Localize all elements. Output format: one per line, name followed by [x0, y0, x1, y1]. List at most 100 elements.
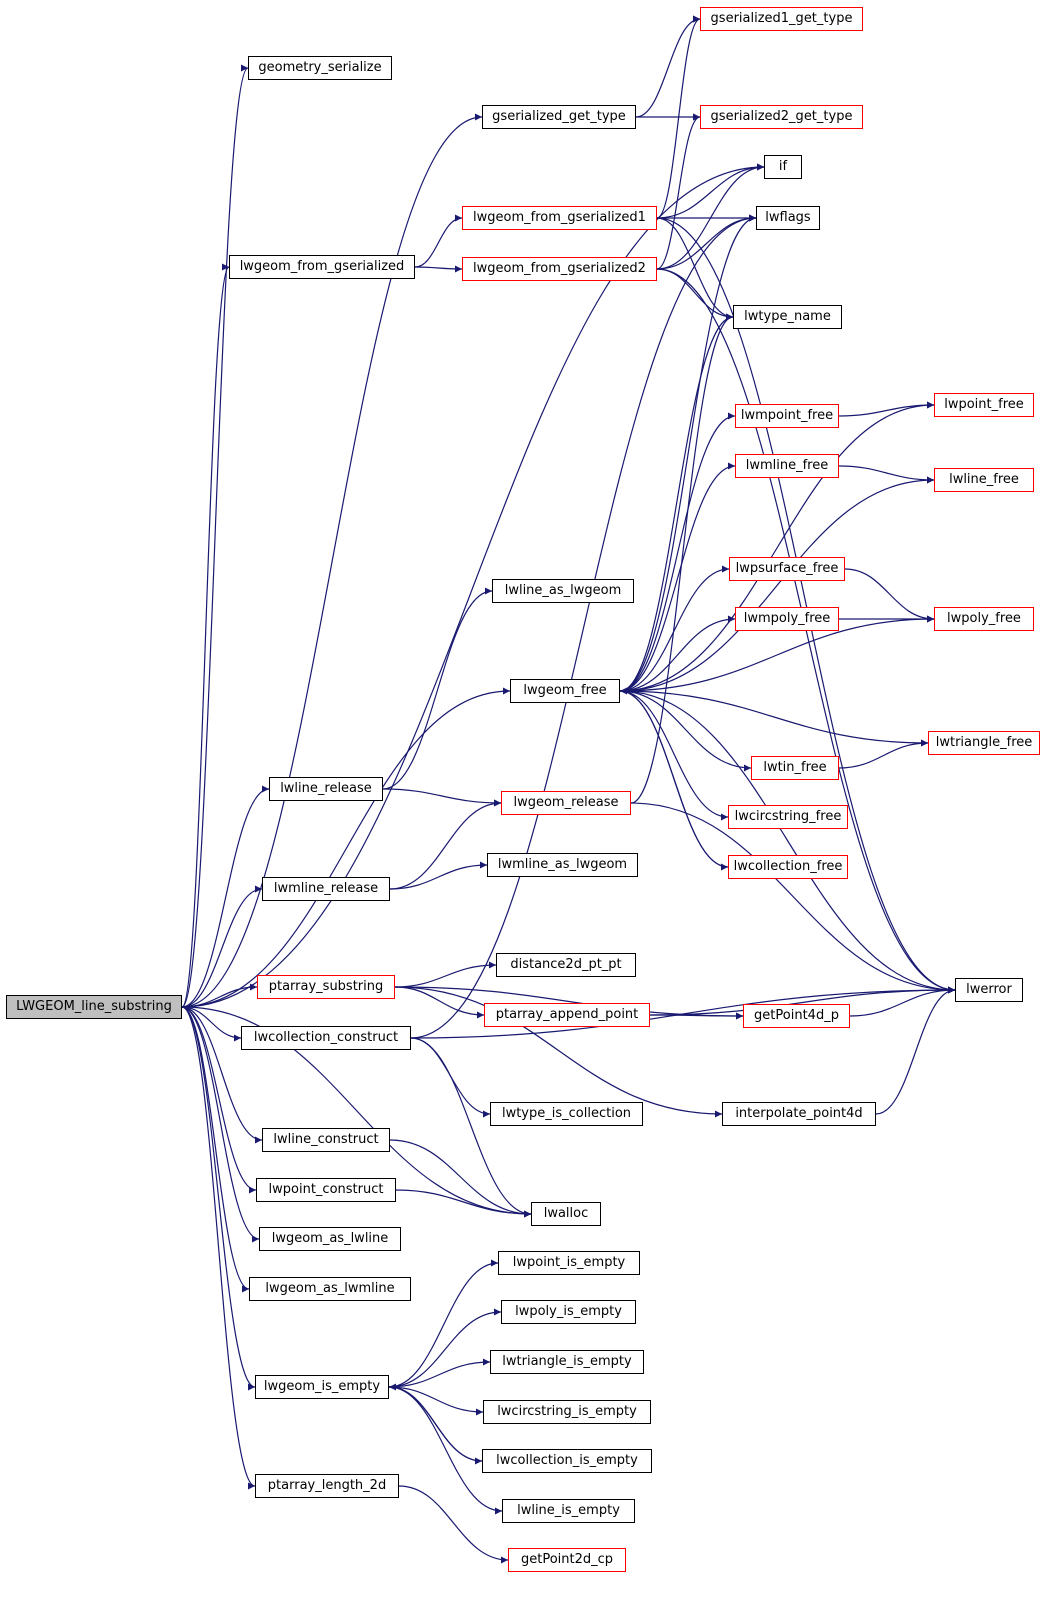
edge-lwgeom_free-to-lwmpoint_free [619, 412, 736, 692]
node-lwgeom-as-lwmline[interactable]: lwgeom_as_lwmline [249, 1277, 411, 1301]
edge-root-to-lwgeom_free [181, 687, 511, 1008]
edge-lwgeom_is_empty-to-lwcircstring_is_empty [388, 1386, 484, 1416]
edge-lwgeom_is_empty-to-lwpoly_is_empty [388, 1308, 502, 1388]
node-lwpoint-free[interactable]: lwpoint_free [934, 393, 1034, 417]
edge-lwgeom_from_gserialized2-to-if [656, 163, 765, 270]
node-lwerror[interactable]: lwerror [955, 978, 1023, 1002]
node-lwline-as-lwgeom[interactable]: lwline_as_lwgeom [492, 579, 634, 603]
node-ptarray-length-2d[interactable]: ptarray_length_2d [255, 1474, 399, 1498]
node-lwcollection-free[interactable]: lwcollection_free [728, 855, 848, 879]
node-lwgeom-from-gserialized[interactable]: lwgeom_from_gserialized [229, 255, 415, 279]
node-lwmpoint-free[interactable]: lwmpoint_free [735, 404, 839, 428]
edge-root-to-lwgeom_as_lwmline [181, 1006, 250, 1293]
node-lwalloc[interactable]: lwalloc [531, 1202, 601, 1226]
node-lwtin-free[interactable]: lwtin_free [751, 756, 839, 780]
node-lwgeom-is-empty[interactable]: lwgeom_is_empty [255, 1375, 389, 1399]
edge-root-to-ptarray_length_2d [181, 1006, 256, 1490]
edge-ptarray_substring-to-ptarray_append_point [394, 986, 485, 1019]
edge-lwmline_free-to-lwline_free [838, 465, 935, 484]
edge-lwgeom_from_gserialized1-to-lwerror [656, 217, 956, 994]
node-gserialized1-get-type[interactable]: gserialized1_get_type [700, 7, 863, 31]
node-lwpoint-is-empty[interactable]: lwpoint_is_empty [498, 1251, 640, 1275]
node-lwtype-is-collection[interactable]: lwtype_is_collection [490, 1102, 643, 1126]
node-getpoint2d-cp[interactable]: getPoint2d_cp [508, 1548, 626, 1572]
edge-lwline_construct-to-lwalloc [389, 1139, 532, 1218]
edge-lwgeom_from_gserialized1-to-gserialized1_get_type [656, 15, 701, 219]
edge-lwpsurface_free-to-lwpoly_free [844, 568, 935, 623]
node-lwgeom-from-gserialized2[interactable]: lwgeom_from_gserialized2 [462, 257, 657, 281]
node-lwline-free[interactable]: lwline_free [934, 468, 1034, 492]
edge-lwtin_free-to-lwtriangle_free [838, 739, 929, 769]
node-geometry-serialize[interactable]: geometry_serialize [248, 56, 392, 80]
node-lwmline-as-lwgeom[interactable]: lwmline_as_lwgeom [487, 853, 638, 877]
node-lwtype-name[interactable]: lwtype_name [733, 305, 842, 329]
edge-root-to-lwmline_release [181, 885, 263, 1008]
node-lwcircstring-is-empty[interactable]: lwcircstring_is_empty [483, 1400, 651, 1424]
edge-ptarray_substring-to-distance2d_pt_pt [394, 961, 497, 988]
edge-lwmline_release-to-lwmline_as_lwgeom [389, 861, 488, 890]
node-root: LWGEOM_line_substring [6, 995, 182, 1019]
edge-root-to-lwpoint_construct [181, 1006, 257, 1194]
edge-lwgeom_free-to-lwline_free [619, 476, 935, 692]
edge-lwmpoint_free-to-lwpoint_free [838, 401, 935, 417]
node-lwmpoly-free[interactable]: lwmpoly_free [735, 607, 839, 631]
node-lwcollection-is-empty[interactable]: lwcollection_is_empty [482, 1449, 652, 1473]
edge-lwline_release-to-lwline_as_lwgeom [382, 587, 493, 790]
edge-lwgeom_from_gserialized2-to-gserialized2_get_type [656, 113, 701, 270]
node-lwpsurface-free[interactable]: lwpsurface_free [729, 557, 845, 581]
edge-lwgeom_is_empty-to-lwpoint_is_empty [388, 1259, 499, 1388]
edge-lwcollection_construct-to-lwalloc [410, 1037, 532, 1218]
node-gserialized-get-type[interactable]: gserialized_get_type [482, 105, 636, 129]
edge-lwgeom_free-to-lwpoint_free [619, 401, 935, 692]
edge-lwcollection_construct-to-lwflags [410, 214, 757, 1039]
edge-lwgeom_free-to-lwmpoly_free [619, 615, 736, 692]
node-lwgeom-as-lwline[interactable]: lwgeom_as_lwline [259, 1227, 401, 1251]
node-lwpoint-construct[interactable]: lwpoint_construct [256, 1178, 396, 1202]
node-gserialized2-get-type[interactable]: gserialized2_get_type [700, 105, 863, 129]
node-distance2d-pt-pt[interactable]: distance2d_pt_pt [496, 953, 636, 977]
node-lwgeom-free[interactable]: lwgeom_free [510, 679, 620, 703]
node-lwflags[interactable]: lwflags [756, 206, 820, 230]
edge-root-to-lwcollection_construct [181, 1006, 242, 1042]
edge-lwgeom_from_gserialized-to-lwgeom_from_gserialized2 [414, 265, 463, 273]
edge-lwgeom_from_gserialized1-to-if [656, 163, 765, 219]
node-lwline-release[interactable]: lwline_release [269, 777, 383, 801]
edge-lwmline_release-to-lwgeom_release [389, 799, 502, 890]
node-getpoint4d-p[interactable]: getPoint4d_p [743, 1004, 850, 1028]
edge-lwgeom_free-to-lwtin_free [619, 690, 752, 772]
node-lwline-construct[interactable]: lwline_construct [262, 1128, 390, 1152]
node-lwmline-release[interactable]: lwmline_release [262, 877, 390, 901]
node-lwcircstring-free[interactable]: lwcircstring_free [728, 805, 848, 829]
edge-root-to-lwgeom_is_empty [181, 1006, 256, 1391]
edge-interpolate_point4d-to-lwerror [875, 986, 956, 1115]
node-ptarray-append-point[interactable]: ptarray_append_point [484, 1003, 650, 1027]
node-lwmline-free[interactable]: lwmline_free [735, 454, 839, 478]
edge-lwcollection_free-to-lwgeom_free [619, 687, 729, 868]
node-lwline-is-empty[interactable]: lwline_is_empty [502, 1499, 635, 1523]
node-lwcollection-construct[interactable]: lwcollection_construct [241, 1026, 411, 1050]
edge-root-to-lwgeom_as_lwline [181, 1006, 260, 1243]
edge-ptarray_substring-to-interpolate_point4d [394, 986, 723, 1118]
edge-root-to-gserialized_get_type [181, 113, 483, 1008]
edge-root-to-lwline_construct [181, 1006, 263, 1144]
node-lwtriangle-free[interactable]: lwtriangle_free [928, 731, 1040, 755]
edge-root-to-lwline_release [181, 785, 270, 1008]
node-if[interactable]: if [764, 155, 802, 179]
edge-ptarray_length_2d-to-getPoint2d_cp [398, 1485, 509, 1564]
node-lwgeom-release[interactable]: lwgeom_release [501, 791, 631, 815]
node-lwpoly-is-empty[interactable]: lwpoly_is_empty [501, 1300, 636, 1324]
edge-lwgeom_free-to-lwerror [619, 690, 956, 994]
node-ptarray-substring[interactable]: ptarray_substring [257, 975, 395, 999]
node-lwtriangle-is-empty[interactable]: lwtriangle_is_empty [490, 1350, 644, 1374]
edge-lwgeom_free-to-lwpoly_free [619, 615, 935, 692]
edge-lwcollection_construct-to-lwerror [410, 986, 956, 1039]
node-lwgeom-from-gserialized1[interactable]: lwgeom_from_gserialized1 [462, 206, 657, 230]
edge-lwgeom_free-to-lwflags [619, 214, 757, 692]
node-lwpoly-free[interactable]: lwpoly_free [934, 607, 1034, 631]
edge-lwgeom_from_gserialized-to-lwgeom_from_gserialized1 [414, 214, 463, 268]
edge-lwgeom_free-to-lwmline_free [619, 462, 736, 692]
edge-lwgeom_free-to-lwtriangle_free [619, 690, 929, 747]
edge-root-to-geometry_serialize [181, 64, 249, 1008]
node-interpolate-point4d[interactable]: interpolate_point4d [722, 1102, 876, 1126]
